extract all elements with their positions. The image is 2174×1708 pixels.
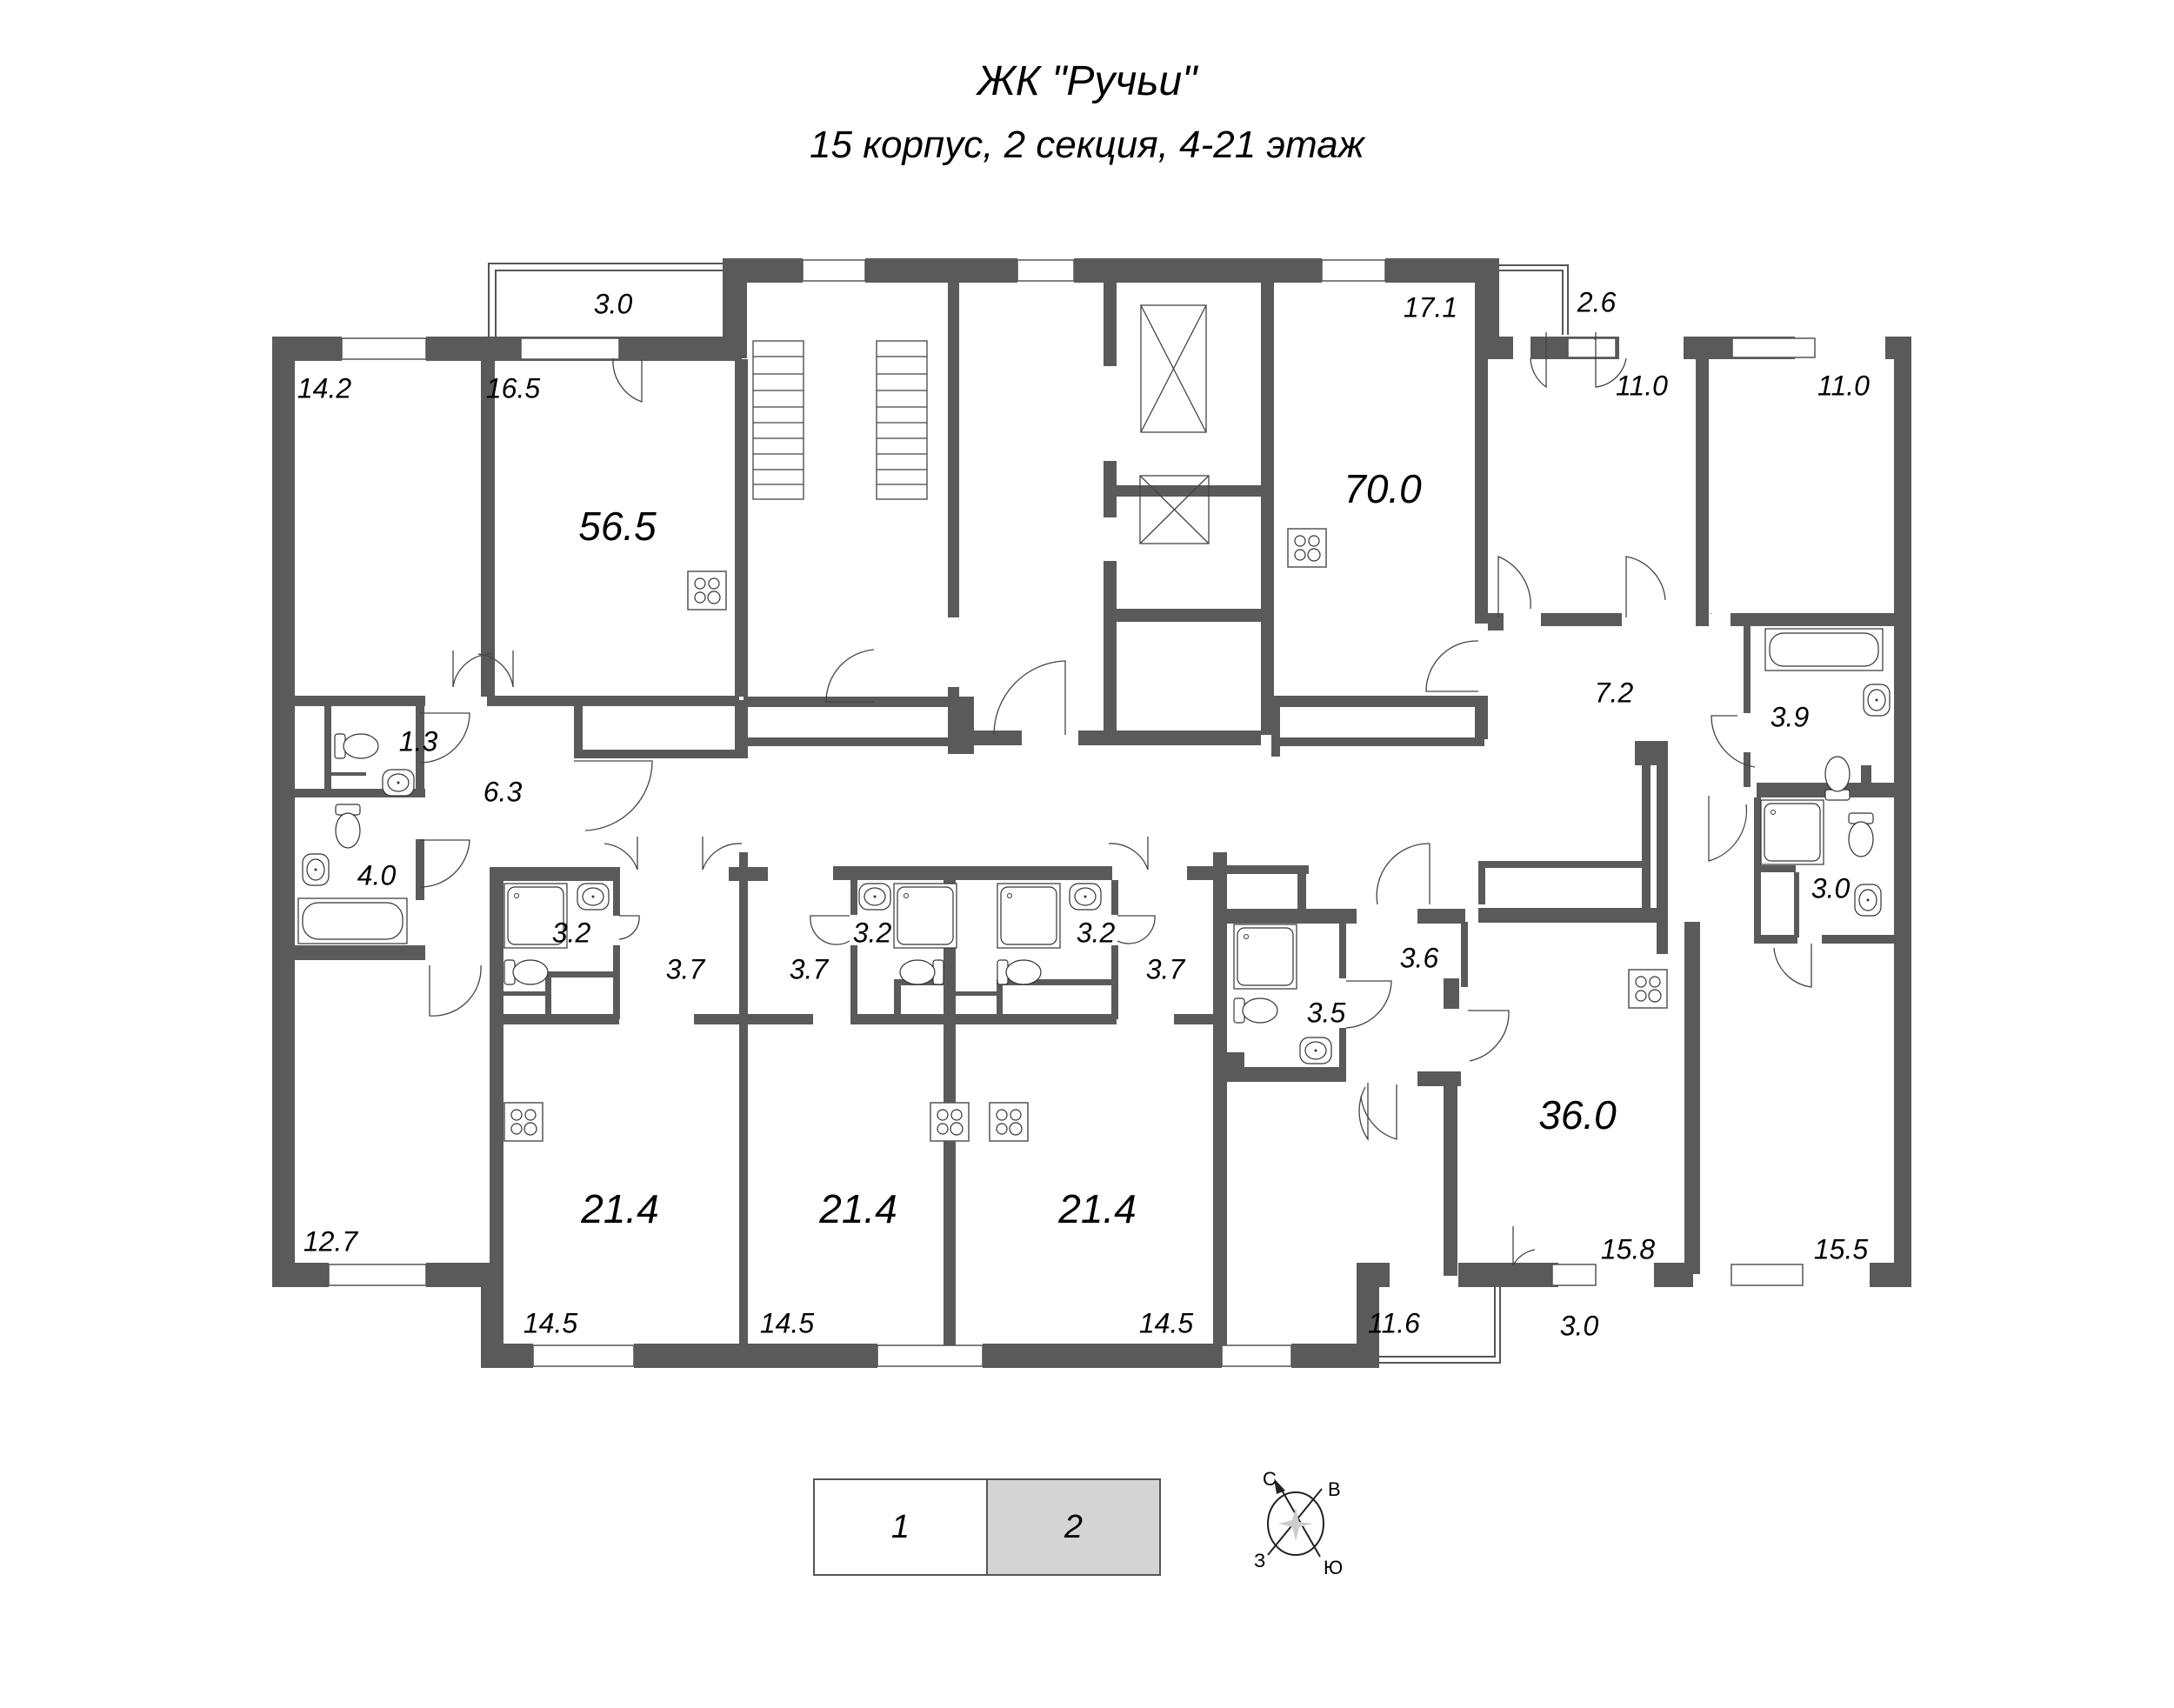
room-area-label: 14.5 (1138, 1307, 1194, 1339)
apartment-total-area: 36.0 (1538, 1092, 1617, 1138)
room-area-label: 3.5 (1306, 997, 1346, 1029)
room-area-label: 3.6 (1399, 942, 1439, 974)
room-area-label: 3.2 (1076, 917, 1116, 949)
balcony-area-label: 3.0 (1559, 1310, 1599, 1342)
room-area-label: 6.3 (483, 776, 523, 808)
room-area-label: 12.7 (303, 1225, 358, 1258)
apartment-total-area: 21.4 (1058, 1186, 1137, 1231)
walls (272, 258, 1911, 1368)
building-subtitle: 15 корпус, 2 секция, 4-21 этаж (810, 123, 1364, 166)
room-area-label: 3.7 (1145, 953, 1185, 985)
room-area-label: 11.6 (1368, 1307, 1420, 1339)
room-area-label: 14.5 (523, 1307, 578, 1339)
windows (328, 259, 1816, 1367)
doors (419, 332, 1812, 1266)
section-2-button[interactable]: 2 (986, 1480, 1159, 1574)
balcony-area-label: 2.6 (1577, 286, 1617, 318)
room-area-label: 11.0 (1817, 370, 1870, 402)
compass-north-label: С (1263, 1468, 1277, 1490)
compass-rose: С В З Ю (1235, 1468, 1357, 1583)
room-area-label: 3.0 (1811, 872, 1851, 904)
elevator-shafts (1139, 304, 1210, 544)
room-area-label: 16.5 (485, 372, 541, 404)
compass-west-label: З (1254, 1550, 1266, 1571)
compass-south-label: Ю (1324, 1557, 1344, 1578)
room-area-label: 17.1 (1403, 291, 1458, 324)
room-area-label: 4.0 (357, 859, 397, 891)
room-area-label: 7.2 (1594, 677, 1634, 709)
room-area-label: 15.8 (1600, 1233, 1656, 1265)
balcony-area-label: 3.0 (593, 288, 633, 320)
compass-east-label: В (1328, 1478, 1341, 1500)
bathroom-fixtures (297, 628, 1891, 1064)
complex-title: ЖК "Ручьи" (977, 58, 1197, 104)
room-area-label: 3.7 (789, 953, 829, 985)
staircase (752, 340, 928, 500)
room-area-label: 3.9 (1770, 701, 1810, 733)
room-area-label: 3.2 (852, 917, 892, 949)
room-area-label: 1.3 (398, 725, 438, 757)
room-area-label: 15.5 (1813, 1233, 1869, 1265)
section-selector: 1 2 (813, 1478, 1161, 1576)
room-area-label: 3.7 (665, 953, 705, 985)
apartment-total-area: 56.5 (578, 504, 657, 549)
apartment-total-area: 21.4 (819, 1186, 897, 1231)
apartment-total-area: 70.0 (1344, 466, 1422, 511)
room-area-label: 14.2 (297, 372, 352, 404)
section-1-button[interactable]: 1 (890, 1508, 910, 1545)
apartment-total-area: 21.4 (581, 1186, 659, 1231)
compass-icon (1267, 1478, 1324, 1558)
room-area-label: 11.0 (1616, 370, 1668, 402)
room-area-label: 3.2 (551, 917, 591, 949)
room-area-label: 14.5 (759, 1307, 815, 1339)
